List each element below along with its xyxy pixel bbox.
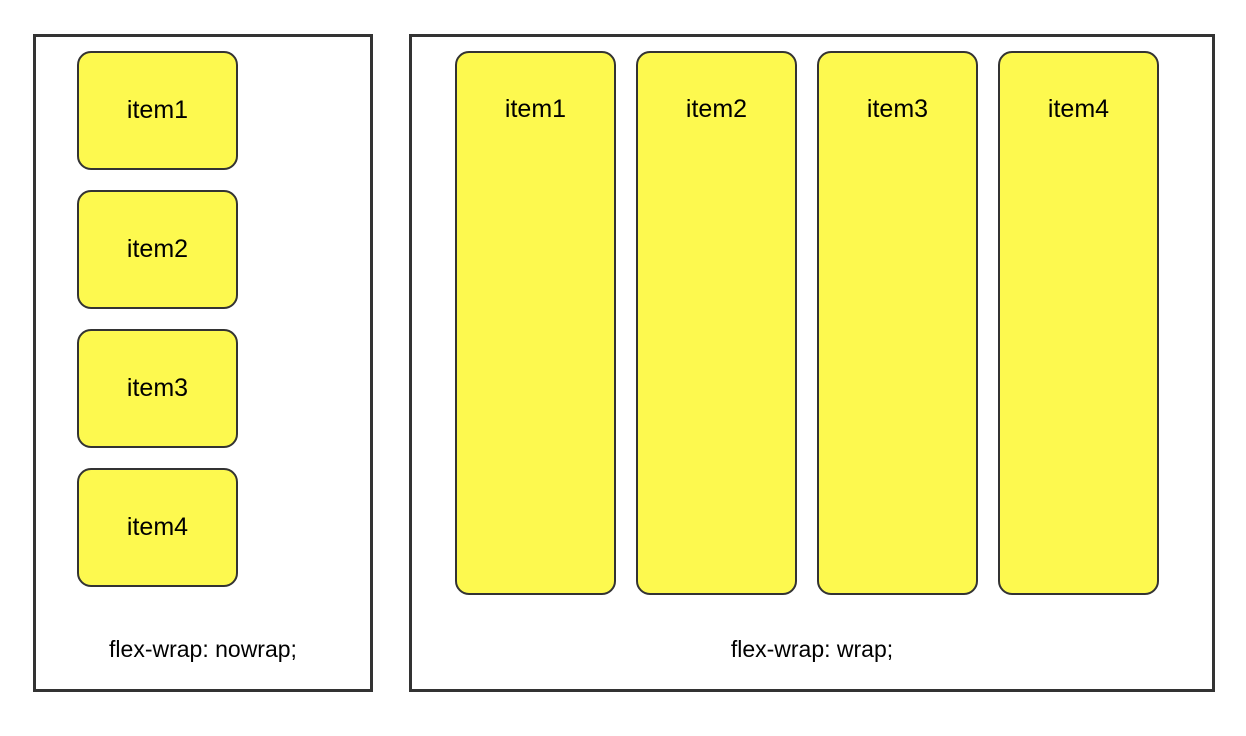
panel-caption: flex-wrap: wrap; <box>730 636 894 662</box>
flex-item-label: item2 <box>126 235 189 263</box>
flex-item[interactable]: item3 <box>77 329 238 448</box>
flex-item-label: item3 <box>126 374 189 402</box>
flex-container-nowrap: item1 item2 item3 item4 <box>36 37 370 620</box>
flex-item[interactable]: item2 <box>77 190 238 309</box>
panel-flex-wrap-wrap: item1 item2 item3 item4 flex-wrap: wrap; <box>409 34 1215 692</box>
flex-item[interactable]: item3 <box>817 51 978 595</box>
flex-item-label: item2 <box>685 95 748 123</box>
flex-item[interactable]: item1 <box>77 51 238 170</box>
flex-item-label: item1 <box>504 95 567 123</box>
flex-item-label: item4 <box>1047 95 1110 123</box>
flex-item[interactable]: item1 <box>455 51 616 595</box>
flex-item-label: item3 <box>866 95 929 123</box>
panel-flex-wrap-nowrap: item1 item2 item3 item4 flex-wrap: nowra… <box>33 34 373 692</box>
flex-item[interactable]: item4 <box>77 468 238 587</box>
flex-item-label: item1 <box>126 96 189 124</box>
flex-item[interactable]: item4 <box>998 51 1159 595</box>
flex-item[interactable]: item2 <box>636 51 797 595</box>
flex-container-wrap: item1 item2 item3 item4 <box>412 37 1212 620</box>
flex-item-label: item4 <box>126 513 189 541</box>
panel-caption: flex-wrap: nowrap; <box>109 636 297 662</box>
